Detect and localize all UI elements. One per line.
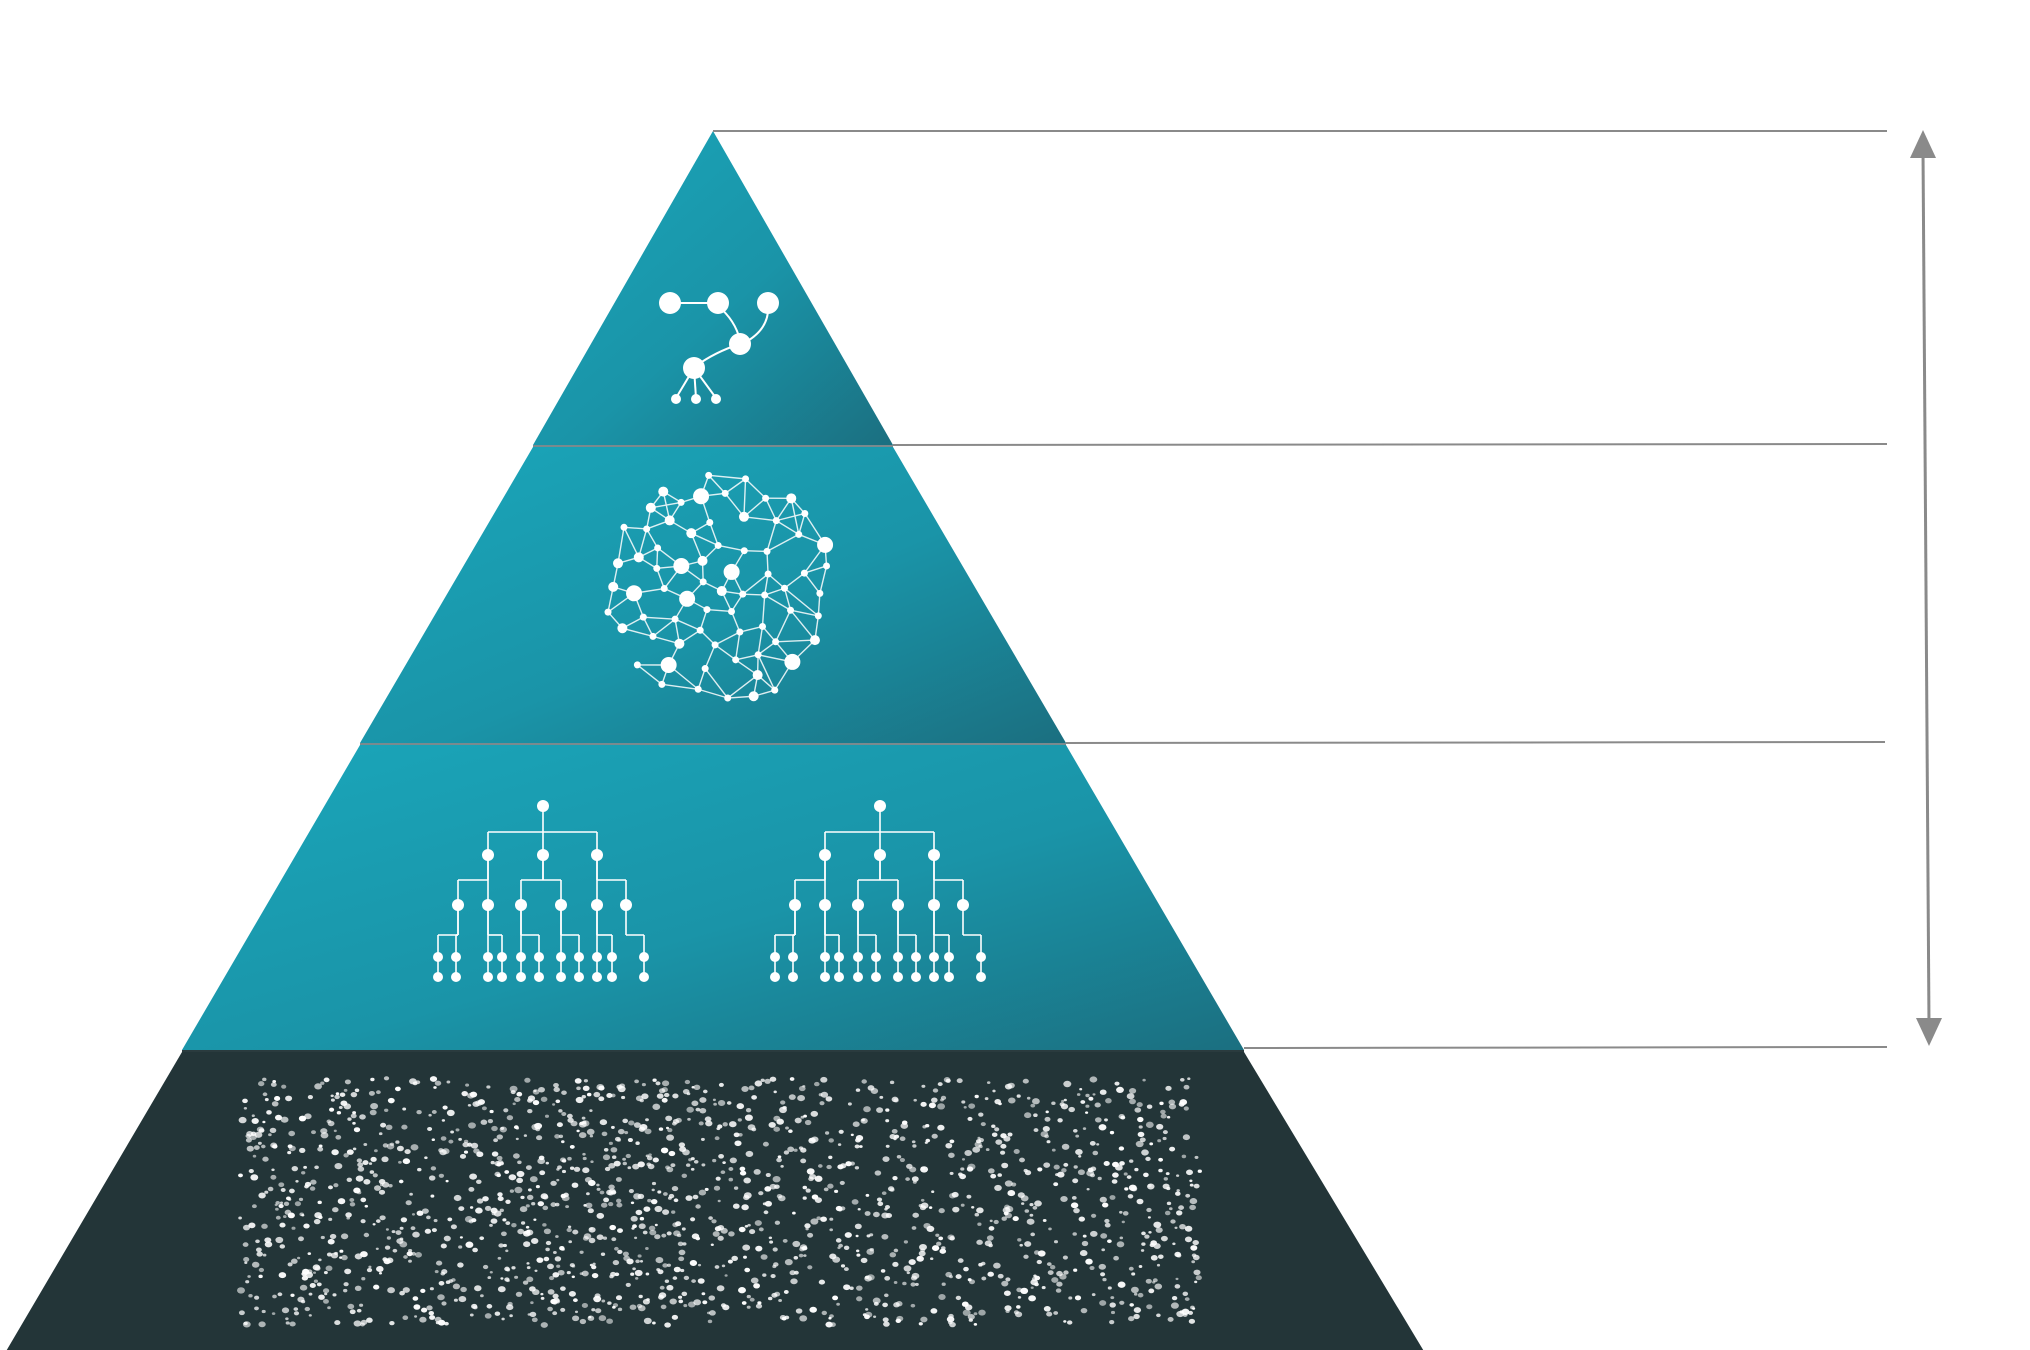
flow-node xyxy=(659,292,681,314)
mesh-node xyxy=(653,565,660,572)
mesh-node xyxy=(698,556,708,566)
mesh-node xyxy=(693,488,709,504)
mesh-node xyxy=(665,515,675,525)
mesh-node xyxy=(771,687,778,694)
double-arrow-icon xyxy=(1910,130,1942,1046)
flow-node xyxy=(711,394,721,404)
flow-node xyxy=(671,394,681,404)
mesh-node xyxy=(784,654,800,670)
mesh-node xyxy=(661,657,677,673)
mesh-node xyxy=(706,519,713,526)
mesh-node xyxy=(753,670,763,680)
mesh-node xyxy=(674,639,684,649)
mesh-node xyxy=(801,510,808,517)
mesh-node xyxy=(613,558,623,568)
mesh-node xyxy=(801,570,808,577)
mesh-node xyxy=(823,562,830,569)
flow-node xyxy=(683,357,705,379)
pyramid-layer-base xyxy=(5,1052,1425,1350)
mesh-node xyxy=(765,570,772,577)
pyramid-layer-upper-middle xyxy=(360,447,1066,743)
mesh-node xyxy=(640,614,647,621)
mesh-node xyxy=(649,633,656,640)
mesh-node xyxy=(705,472,712,479)
guide-line-3 xyxy=(1244,1047,1887,1048)
mesh-node xyxy=(702,665,709,672)
mesh-node xyxy=(661,585,668,592)
mesh-node xyxy=(761,592,768,599)
pyramid-layer-lower-middle xyxy=(182,745,1244,1050)
mesh-node xyxy=(787,607,794,614)
mesh-node xyxy=(739,591,746,598)
mesh-node xyxy=(724,695,731,702)
mesh-node xyxy=(736,629,743,636)
flow-node xyxy=(707,292,729,314)
mesh-node xyxy=(605,609,612,616)
mesh-node xyxy=(700,578,707,585)
mesh-node xyxy=(755,651,762,658)
mesh-node xyxy=(654,544,661,551)
mesh-node xyxy=(697,627,704,634)
mesh-node xyxy=(658,681,665,688)
mesh-node xyxy=(722,490,729,497)
mesh-node xyxy=(678,499,685,506)
mesh-node xyxy=(724,564,740,580)
mesh-node xyxy=(732,656,739,663)
guide-line-1 xyxy=(893,444,1887,445)
mesh-node xyxy=(810,635,820,645)
mesh-node xyxy=(759,623,766,630)
flow-node xyxy=(757,292,779,314)
mesh-node xyxy=(617,623,627,633)
mesh-node xyxy=(742,475,749,482)
mesh-node xyxy=(762,495,769,502)
mesh-node xyxy=(695,686,702,693)
mesh-node xyxy=(749,691,759,701)
mesh-node xyxy=(795,531,802,538)
mesh-node xyxy=(764,548,771,555)
mesh-node xyxy=(673,558,689,574)
mesh-node xyxy=(816,590,823,597)
mesh-node xyxy=(646,503,656,513)
mesh-node xyxy=(634,552,644,562)
mesh-node xyxy=(717,586,727,596)
mesh-node xyxy=(781,585,788,592)
mesh-node xyxy=(672,616,679,623)
flow-node xyxy=(691,394,701,404)
mesh-node xyxy=(815,612,822,619)
mesh-node xyxy=(772,638,779,645)
mesh-node xyxy=(679,591,695,607)
mesh-node xyxy=(634,661,641,668)
mesh-node xyxy=(773,517,780,524)
guide-line-2 xyxy=(1066,742,1885,743)
mesh-node xyxy=(626,585,642,601)
flow-node xyxy=(729,333,751,355)
mesh-node xyxy=(686,528,696,538)
mesh-node xyxy=(712,641,719,648)
mesh-node xyxy=(739,512,749,522)
mesh-node xyxy=(741,547,748,554)
mesh-node xyxy=(620,524,627,531)
mesh-node xyxy=(786,493,796,503)
mesh-node xyxy=(715,542,722,549)
mesh-node xyxy=(643,525,650,532)
mesh-node xyxy=(608,582,618,592)
mesh-node xyxy=(817,537,833,553)
mesh-node xyxy=(658,487,668,497)
mesh-node xyxy=(728,608,735,615)
mesh-node xyxy=(703,606,710,613)
